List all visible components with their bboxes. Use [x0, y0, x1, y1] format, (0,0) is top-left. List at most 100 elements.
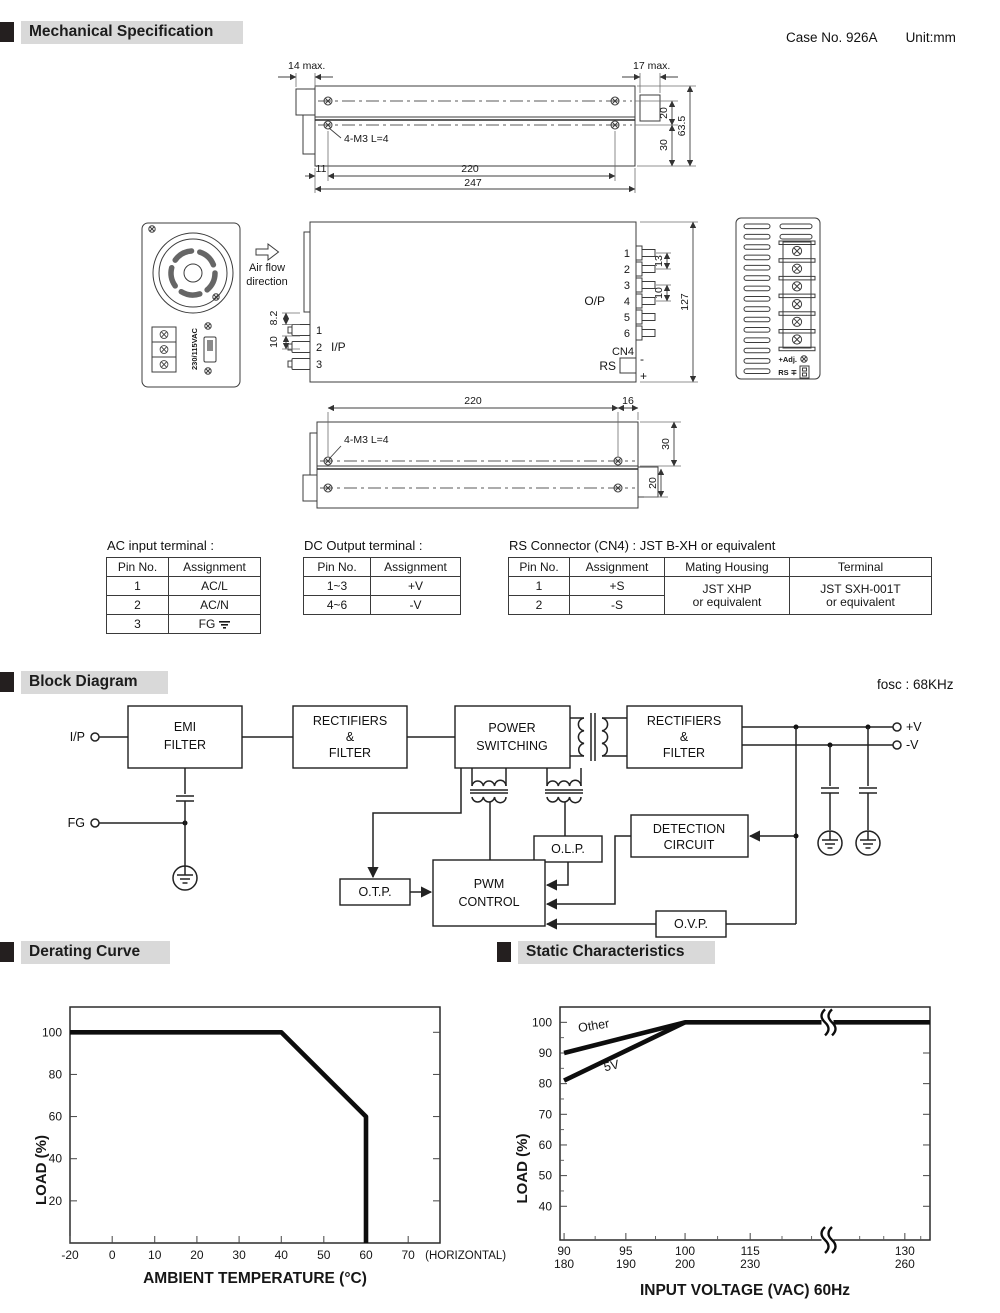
svg-text:-20: -20 [61, 1248, 79, 1262]
dim-13: 13 [653, 255, 665, 267]
dc-col-assign: Assignment [370, 557, 461, 577]
main-transformer-icon [570, 713, 627, 761]
svg-text:80: 80 [539, 1077, 553, 1091]
pos-output-terminal [892, 722, 902, 732]
section-bullet-icon [0, 22, 14, 42]
ac-input-table: AC input terminal : Pin No. Assignment 1… [106, 538, 261, 634]
air-flow-label-2: direction [246, 276, 288, 288]
rs-col-pin: Pin No. [508, 557, 570, 577]
svg-text:CIRCUIT: CIRCUIT [664, 838, 715, 852]
dc-assign2: -V [370, 595, 461, 615]
air-flow-label-1: Air flow [249, 262, 285, 274]
ip-label: I/P [331, 340, 346, 354]
drive-transformer-2-icon [545, 768, 583, 836]
case-info: Case No. 926A Unit:mm [786, 30, 956, 45]
neg-output-terminal [892, 740, 902, 750]
ip-pin-2: 2 [316, 342, 322, 354]
rs-col-assign: Assignment [569, 557, 665, 577]
block-rectifiers-filter-1: RECTIFIERS & FILTER [292, 705, 408, 769]
svg-text:30: 30 [232, 1248, 246, 1262]
op-pin-4: 4 [624, 296, 630, 308]
block-otp: O.T.P. [339, 878, 411, 906]
svg-text:FILTER: FILTER [164, 738, 206, 752]
adj-label: +Adj. [778, 355, 797, 364]
dc-pin2: 4~6 [303, 595, 371, 615]
svg-text:260: 260 [895, 1257, 915, 1271]
side-view-drawing: 1 2 3 I/P 8.2 10 1 2 3 4 5 6 O/P CN4 RS … [268, 221, 698, 383]
section-title: Derating Curve [21, 940, 171, 964]
drive-transformer-1-icon [470, 768, 508, 860]
ip-terminal [90, 732, 100, 742]
fg-ground-branch [99, 768, 198, 891]
table-row: 1~3 +V [303, 576, 461, 596]
svg-text:INPUT VOLTAGE (VAC) 60Hz: INPUT VOLTAGE (VAC) 60Hz [640, 1282, 850, 1299]
rs-connector-table: RS Connector (CN4) : JST B-XH or equival… [508, 538, 932, 615]
rs-col-terminal: Terminal [789, 557, 932, 577]
op-pin-3: 3 [624, 280, 630, 292]
op-label: O/P [584, 294, 605, 308]
svg-text:Other: Other [577, 1016, 610, 1035]
svg-text:60: 60 [359, 1248, 373, 1262]
svg-text:95: 95 [619, 1244, 633, 1258]
dc-pin1: 1~3 [303, 576, 371, 596]
output-terminal-block [778, 240, 816, 352]
svg-text:70: 70 [402, 1248, 416, 1262]
svg-text:FILTER: FILTER [329, 746, 371, 760]
table-row: 2 AC/N [106, 595, 261, 615]
svg-text:115: 115 [741, 1244, 760, 1258]
svg-text:80: 80 [49, 1067, 63, 1081]
svg-text:50: 50 [539, 1169, 553, 1183]
op-pin-2: 2 [624, 264, 630, 276]
section-bullet-icon [0, 942, 14, 962]
op-pin-1: 1 [624, 248, 630, 260]
rs-plus: + [640, 369, 647, 383]
dim-20: 20 [658, 107, 670, 119]
svg-text:0: 0 [109, 1248, 116, 1262]
static-characteristics-chart: 4050607080901009018095190100200115230130… [514, 1006, 931, 1299]
rs-label: RS [599, 359, 616, 373]
air-flow-arrow-icon [255, 242, 280, 262]
svg-text:DETECTION: DETECTION [653, 822, 725, 836]
section-header-block: Block Diagram [0, 670, 168, 694]
table-row: 3 FG [106, 614, 261, 634]
svg-text:190: 190 [616, 1257, 636, 1271]
ac-col-assign: Assignment [168, 557, 261, 577]
dim-247: 247 [464, 177, 482, 189]
block-fg-label: FG [68, 816, 85, 830]
ac-table-title: AC input terminal : [107, 538, 214, 553]
svg-text:40: 40 [539, 1199, 553, 1213]
svg-text:40: 40 [49, 1152, 63, 1166]
dim-220-bottom: 220 [464, 395, 482, 407]
svg-text:5V: 5V [602, 1057, 621, 1074]
dim-30: 30 [658, 139, 670, 151]
svg-text:RECTIFIERS: RECTIFIERS [647, 714, 721, 728]
svg-text:50: 50 [317, 1248, 331, 1262]
svg-text:LOAD (%): LOAD (%) [514, 1134, 531, 1204]
svg-text:60: 60 [539, 1138, 553, 1152]
block-ovp: O.V.P. [655, 910, 727, 938]
svg-text:O.V.P.: O.V.P. [674, 917, 708, 931]
svg-text:POWER: POWER [488, 721, 535, 735]
block-rectifiers-filter-2: RECTIFIERS & FILTER [626, 705, 743, 769]
svg-text:SWITCHING: SWITCHING [476, 739, 548, 753]
dc-output-table: DC Output terminal : Pin No. Assignment … [303, 538, 461, 615]
case-number: Case No. 926A [786, 30, 878, 45]
fosc-label: fosc : 68KHz [877, 677, 954, 692]
svg-text:100: 100 [532, 1015, 552, 1029]
voltage-selector-label: 230/115VAC [190, 327, 199, 370]
op-pin-5: 5 [624, 312, 630, 324]
dim-20-bottom: 20 [647, 477, 659, 489]
block-ip-label: I/P [70, 730, 85, 744]
rear-view-drawing: +Adj. RS ∓ [735, 217, 821, 380]
dc-table-title: DC Output terminal : [304, 538, 423, 553]
rs-assign2: -S [569, 595, 665, 615]
dc-assign1: +V [370, 576, 461, 596]
dim-10-ip: 10 [268, 336, 280, 348]
dim-10-op: 10 [653, 287, 665, 299]
rs-minus: - [640, 352, 644, 366]
